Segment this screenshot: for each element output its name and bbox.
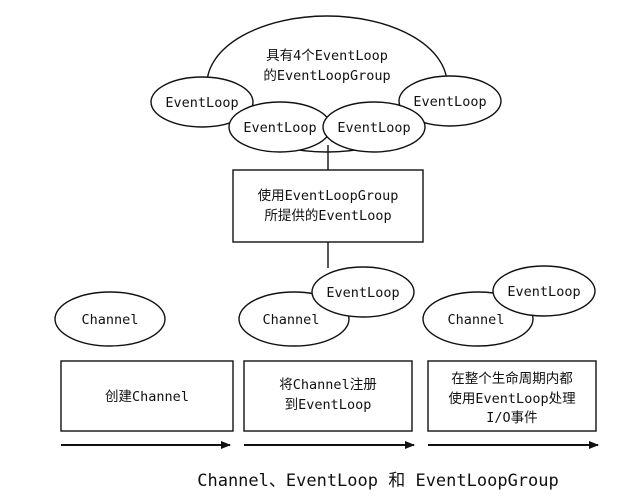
stage-2-event-loop-label: EventLoop — [326, 285, 399, 301]
group-title-line2: 的EventLoopGroup — [263, 68, 390, 84]
group-event-loop-label-3: EventLoop — [337, 120, 410, 136]
stage-3-text-line2: 使用EventLoop处理 — [448, 390, 576, 407]
stage-3-box — [427, 360, 597, 432]
provider-line2: 所提供的EventLoop — [264, 208, 391, 224]
stage-2-channel-label: Channel — [263, 312, 320, 328]
group-title-line1: 具有4个EventLoop — [266, 48, 388, 64]
group-event-loop-ellipse-4 — [398, 75, 502, 127]
group-event-loop-label-1: EventLoop — [165, 95, 238, 111]
stage-1-channel-ellipse — [54, 291, 166, 347]
stage-2-box — [243, 360, 413, 432]
stage-3-event-loop-label: EventLoop — [507, 284, 580, 300]
group-event-loop-ellipse-1 — [150, 76, 254, 128]
group-event-loop-label-2: EventLoop — [243, 120, 316, 136]
group-event-loop-ellipse-3 — [322, 101, 426, 153]
stage-3-event-loop-ellipse — [492, 265, 596, 317]
provider-box — [232, 169, 424, 243]
stage-1-channel-label: Channel — [82, 312, 139, 328]
stage-2-text-line2: 到EventLoop — [285, 397, 372, 413]
stage-3-text-line3: I/O事件 — [486, 410, 537, 426]
stage-1-text-line1: 创建Channel — [105, 389, 189, 405]
figure-caption: Channel、EventLoop 和 EventLoopGroup — [197, 471, 559, 491]
stage-3-text-line1: 在整个生命周期内都 — [451, 370, 573, 387]
stage-2-text-line1: 将Channel注册 — [279, 377, 376, 393]
stage-1-box — [60, 360, 234, 432]
provider-line1: 使用EventLoopGroup — [258, 187, 399, 204]
group-event-loop-label-4: EventLoop — [413, 94, 486, 110]
stage-3-channel-label: Channel — [448, 312, 505, 328]
stage-2-event-loop-ellipse — [311, 266, 415, 318]
